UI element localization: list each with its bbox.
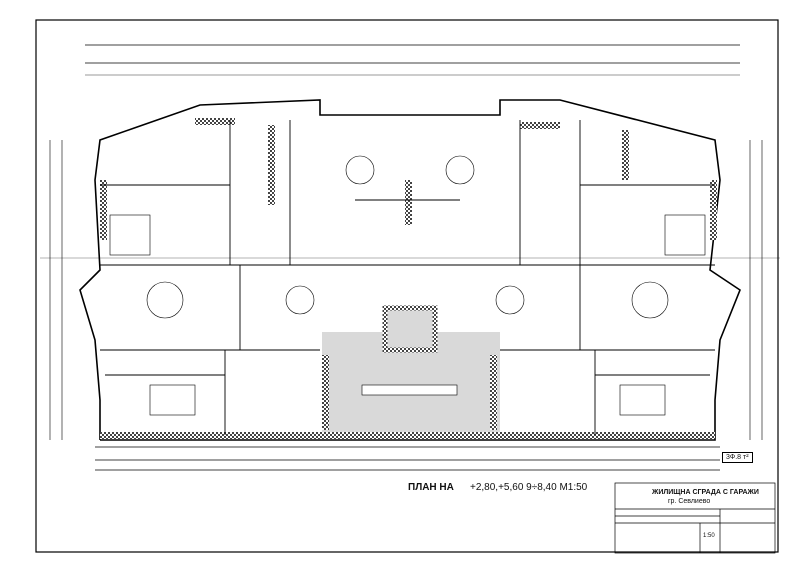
title-block-project: ЖИЛИЩНА СГРАДА С ГАРАЖИ <box>652 489 759 496</box>
sheet-frame <box>35 19 779 553</box>
plan-levels-scale: +2,80,+5,60 9÷8,40 М1:50 <box>470 482 588 493</box>
hatched-walls <box>100 118 717 439</box>
title-block-scale: 1:50 <box>703 533 715 539</box>
dimension-lines-bottom <box>95 446 720 471</box>
dimension-lines-sides <box>49 140 763 440</box>
plan-title: ПЛАН НА <box>408 482 454 493</box>
fixtures <box>109 155 706 416</box>
dimension-lines-top <box>85 44 740 76</box>
area-label: 3Ф.8 т² <box>722 452 753 463</box>
elevator-core <box>382 305 438 353</box>
title-block <box>614 482 776 554</box>
title-block-city: гр. Севлиево <box>668 498 711 505</box>
building-outline <box>79 99 741 441</box>
stair-landing <box>361 384 458 396</box>
interior-walls <box>100 120 715 435</box>
